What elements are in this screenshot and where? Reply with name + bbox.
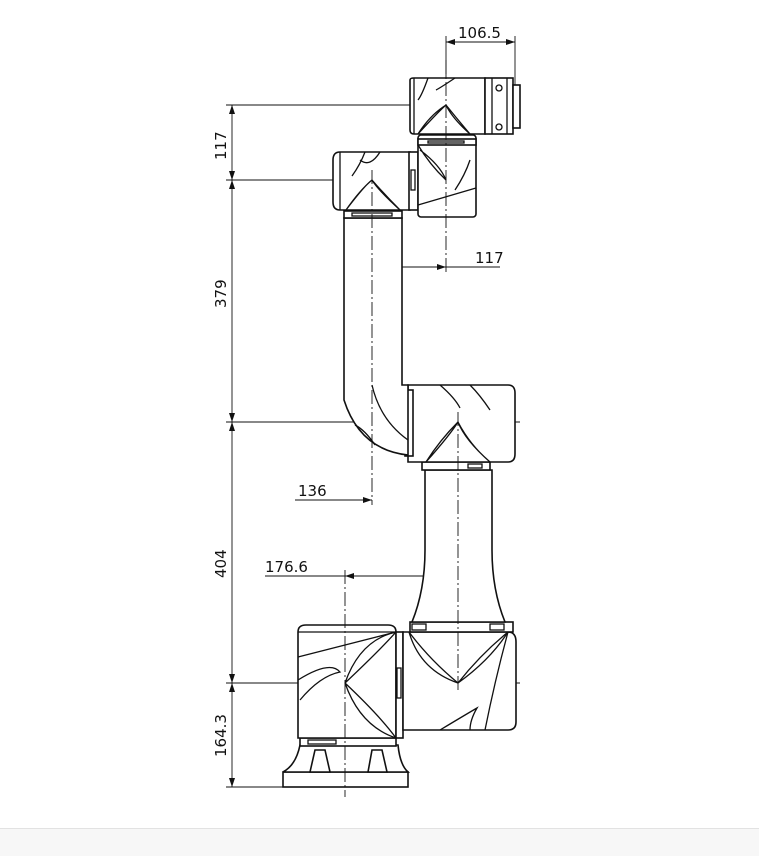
dim-lower-arm-length: 404 [212, 549, 230, 578]
footer-strip [0, 828, 759, 856]
shoulder-joint [402, 621, 517, 731]
wrist-1-joint [332, 151, 419, 211]
lower-arm [410, 461, 507, 623]
dim-upper-arm-length: 379 [212, 279, 230, 308]
dim-elbow-offset: 136 [298, 482, 327, 500]
vertical-dimension-line [229, 105, 235, 787]
dim-base-height: 164.3 [212, 714, 230, 757]
dim-wrist-offset: 117 [475, 249, 504, 267]
dim-tool-flange-offset: 106.5 [458, 24, 501, 42]
dim-wrist-height: 117 [212, 131, 230, 160]
wrist-3-joint [409, 77, 521, 135]
wrist-2-joint [417, 134, 477, 218]
elbow-joint [404, 384, 516, 463]
base-joint [297, 624, 404, 739]
centerlines [344, 60, 459, 797]
upper-arm [343, 210, 409, 456]
robot-base [282, 737, 411, 788]
dim-shoulder-offset: 176.6 [265, 558, 308, 576]
